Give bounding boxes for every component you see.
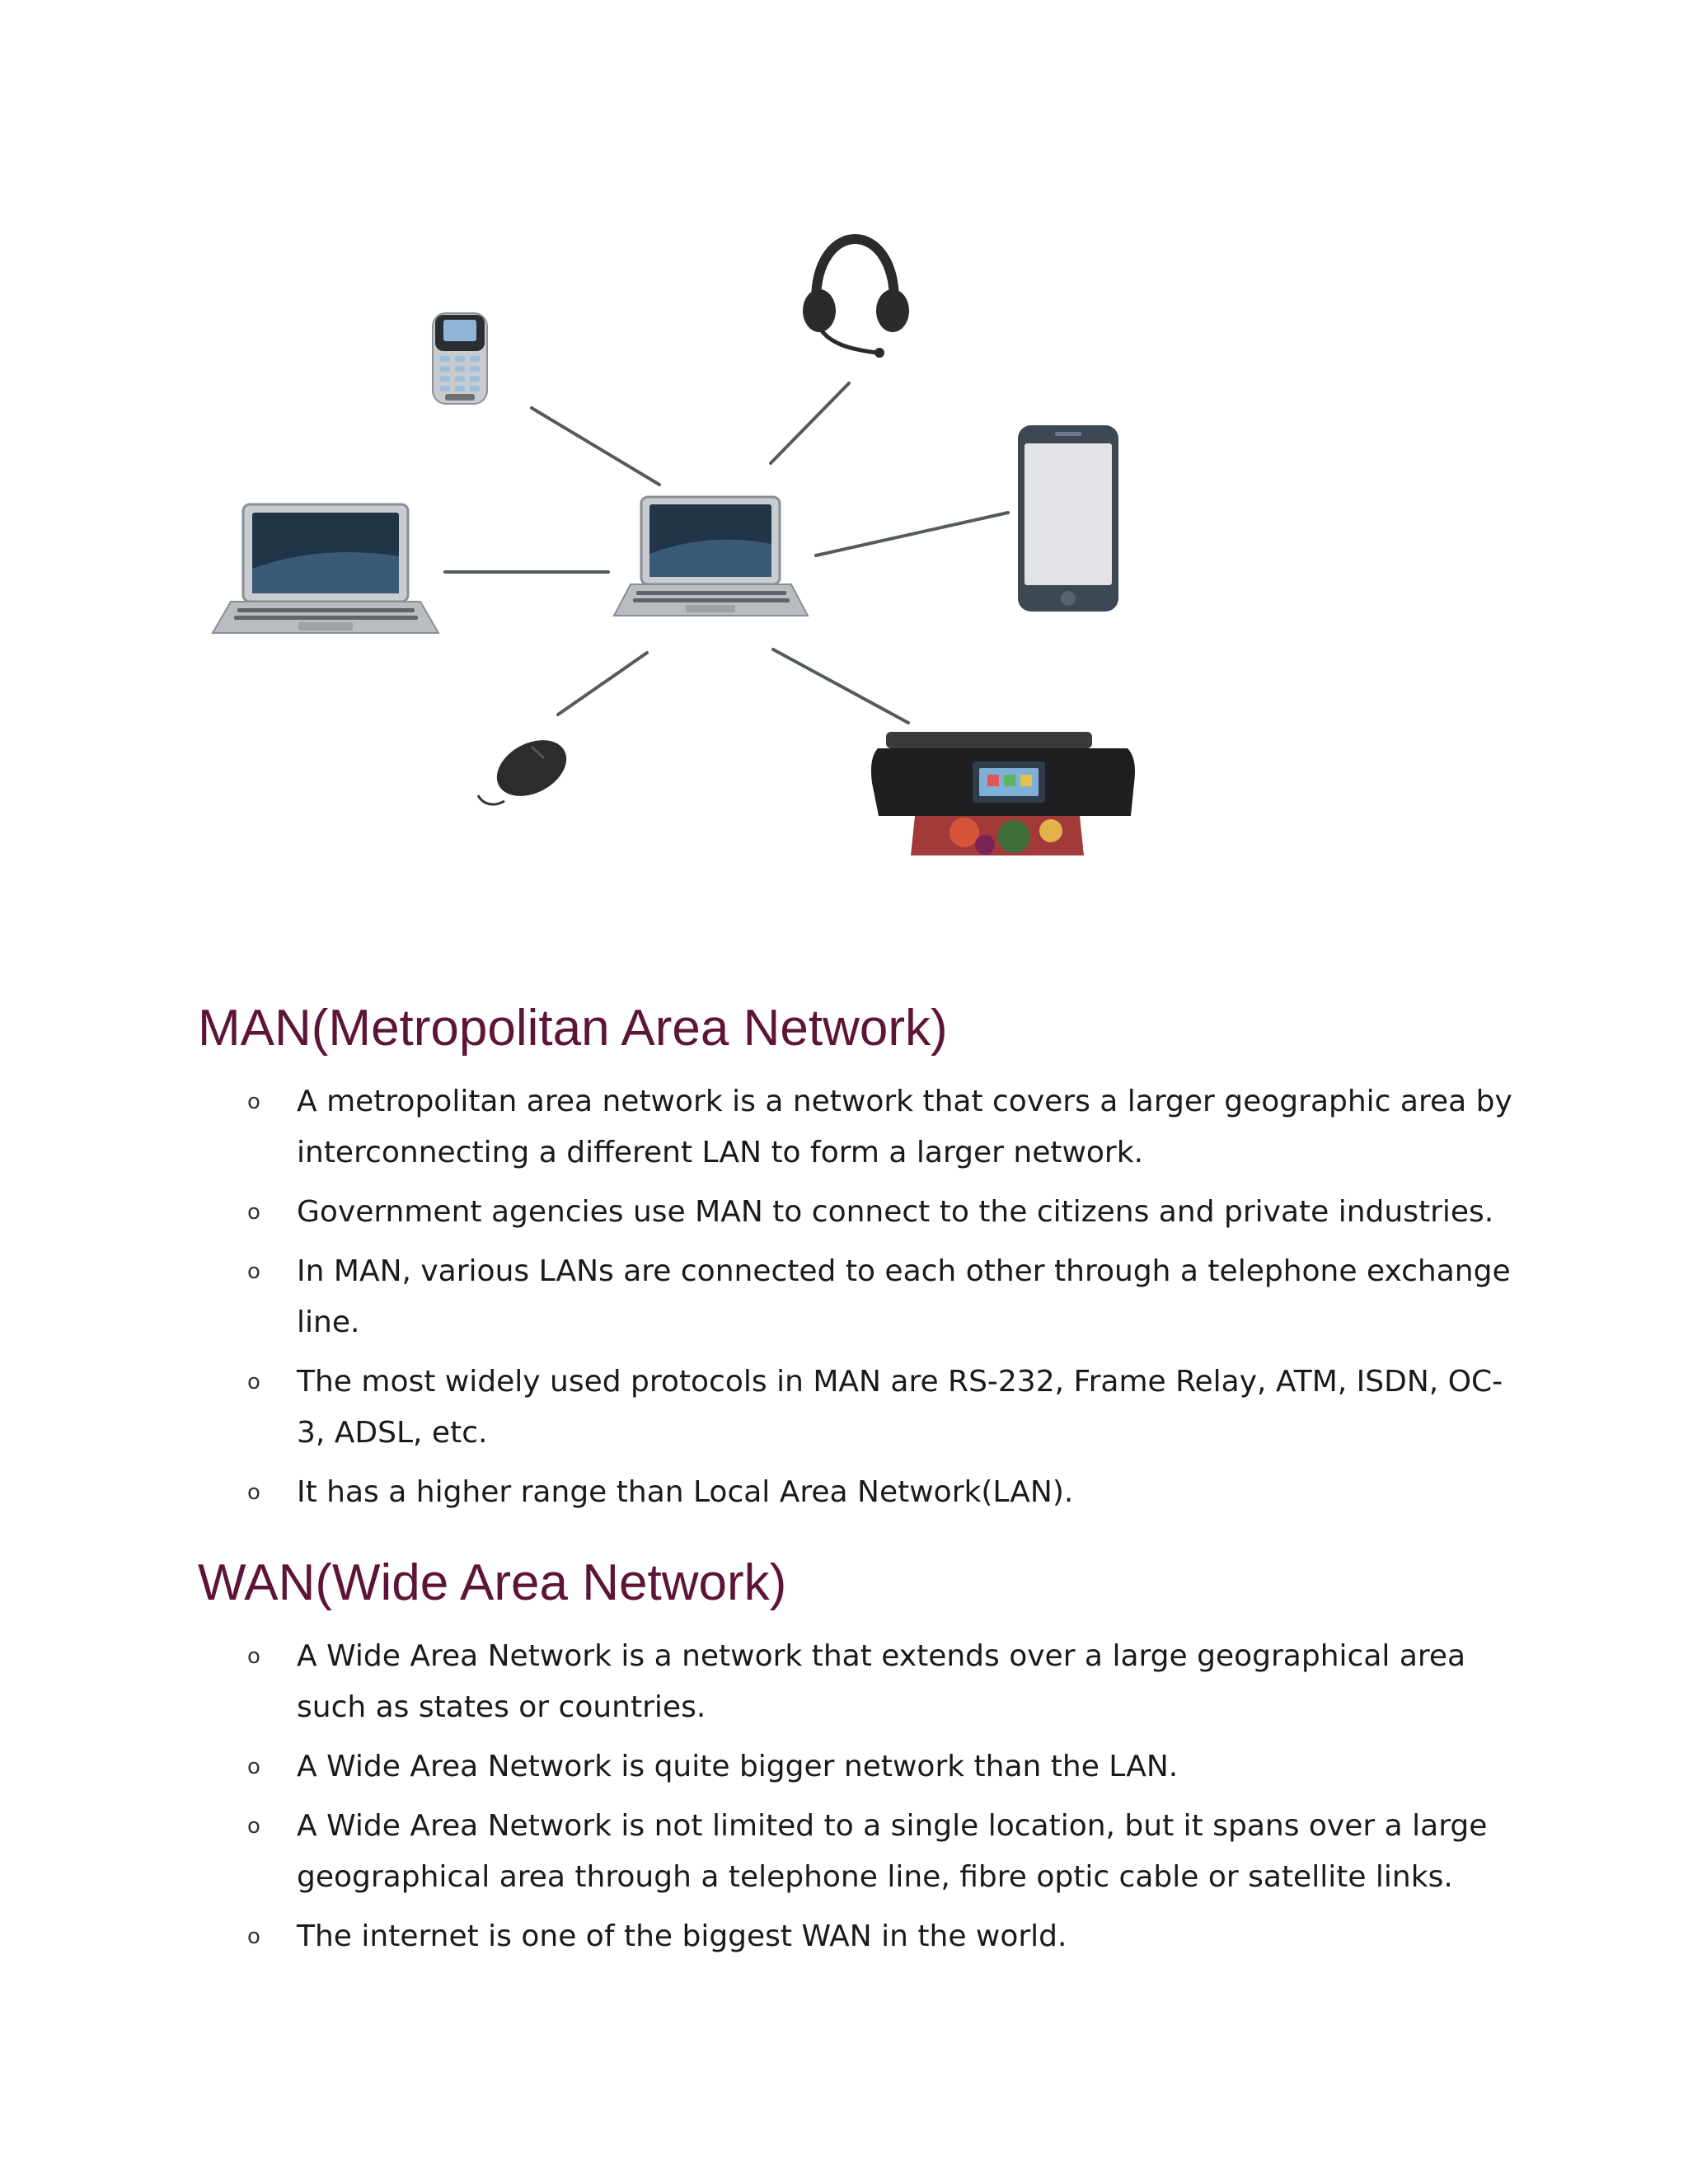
list-item: o Government agencies use MAN to connect… (198, 1187, 1517, 1238)
wan-heading: WAN(Wide Area Network) (198, 1554, 787, 1611)
network-diagram (198, 181, 1187, 907)
list-item: o The most widely used protocols in MAN … (198, 1357, 1517, 1459)
list-item: o A Wide Area Network is not limited to … (198, 1801, 1517, 1903)
phone-connection-line (530, 406, 661, 486)
man-heading: MAN(Metropolitan Area Network) (198, 1000, 948, 1057)
mouse-connection-line (556, 651, 649, 716)
list-item-text: A Wide Area Network is quite bigger netw… (297, 1750, 1179, 1783)
bullet-circle-icon: o (247, 1259, 260, 1284)
laptop-icon (211, 503, 440, 634)
list-item-text: A Wide Area Network is a network that ex… (297, 1639, 1466, 1724)
list-item: o A Wide Area Network is quite bigger ne… (198, 1741, 1517, 1793)
mouse-icon (476, 740, 567, 806)
bullet-circle-icon: o (247, 1370, 260, 1394)
list-item-text: The most widely used protocols in MAN ar… (297, 1365, 1503, 1450)
headset-icon (803, 234, 909, 358)
cordless-phone-icon (432, 312, 488, 405)
list-item-text: It has a higher range than Local Area Ne… (297, 1475, 1074, 1509)
list-item: o The internet is one of the biggest WAN… (198, 1911, 1517, 1962)
wan-bullet-list: o A Wide Area Network is a network that … (198, 1631, 1517, 1971)
bullet-circle-icon: o (247, 1200, 260, 1225)
list-item-text: The internet is one of the biggest WAN i… (297, 1919, 1067, 1953)
list-item-text: A metropolitan area network is a network… (297, 1085, 1512, 1169)
bullet-circle-icon: o (247, 1644, 260, 1669)
connection-lines (443, 382, 1010, 724)
bullet-circle-icon: o (247, 1814, 260, 1839)
bullet-circle-icon: o (247, 1924, 260, 1949)
man-bullet-list: o A metropolitan area network is a netwo… (198, 1076, 1517, 1526)
list-item-text: Government agencies use MAN to connect t… (297, 1195, 1494, 1229)
printer-icon (870, 732, 1135, 855)
list-item: o It has a higher range than Local Area … (198, 1467, 1517, 1518)
list-item: o A Wide Area Network is a network that … (198, 1631, 1517, 1733)
list-item: o A metropolitan area network is a netwo… (198, 1076, 1517, 1179)
smartphone-icon (1018, 425, 1118, 612)
list-item: o In MAN, various LANs are connected to … (198, 1246, 1517, 1348)
smartphone-connection-line (814, 511, 1010, 557)
printer-connection-line (771, 648, 910, 724)
bullet-circle-icon: o (247, 1755, 260, 1779)
bullet-circle-icon: o (247, 1090, 260, 1114)
bullet-circle-icon: o (247, 1480, 260, 1505)
headset-connection-line (769, 382, 851, 465)
list-item-text: A Wide Area Network is not limited to a … (297, 1809, 1488, 1894)
laptop-icon (612, 495, 809, 616)
list-item-text: In MAN, various LANs are connected to ea… (297, 1254, 1511, 1339)
